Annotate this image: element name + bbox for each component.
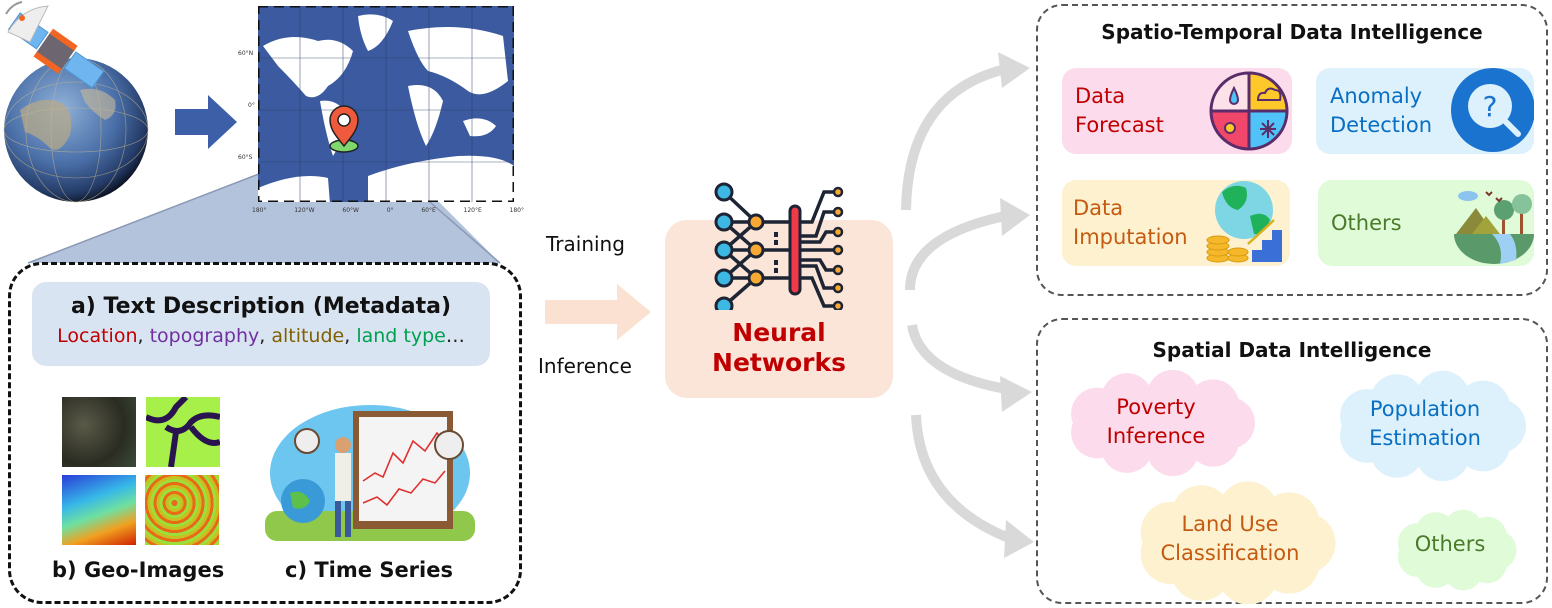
magnifier-question-icon: ?: [1451, 68, 1534, 152]
map-lat-label: 0°: [248, 102, 255, 109]
card-label: Data Forecast: [1075, 82, 1164, 140]
map-lon-label: 0°: [386, 207, 394, 214]
map-lon-labels: 180° 120°W 60°W 0° 60°E 120°E 180°: [252, 207, 524, 214]
spatial-title: Spatial Data Intelligence: [1152, 338, 1432, 362]
satellite-icon: [5, 1, 105, 89]
cloud-label-line1: Others: [1414, 532, 1486, 556]
inference-label: Inference: [538, 354, 632, 378]
flow-arrow-head: [1004, 520, 1034, 558]
flow-arrow-path: [901, 63, 1012, 211]
metadata-box: a) Text Description (Metadata) Location,…: [32, 282, 490, 366]
map-lon-label: 180°: [252, 207, 267, 214]
card-data-forecast: Data Forecast: [1062, 68, 1292, 154]
geo-image-satellite: [62, 397, 136, 467]
cloud-land-use-classification: Land Use Classification: [1130, 510, 1330, 568]
neural-network-icon: [714, 182, 844, 310]
metadata-item: ,: [137, 325, 150, 347]
location-pin-icon: [329, 105, 359, 153]
card-label: Data Imputation: [1073, 194, 1188, 252]
svg-text:?: ?: [1483, 90, 1498, 123]
cloud-label-line2: Classification: [1160, 541, 1300, 565]
flow-arrow-head: [1000, 198, 1030, 236]
input-data-panel: [8, 262, 522, 604]
cloud-label-line1: Population: [1369, 397, 1481, 421]
flow-arrows: [901, 52, 1034, 558]
metadata-item: land type: [356, 325, 446, 347]
cloud-shapes: [1071, 369, 1527, 604]
cloud-shape: [1397, 509, 1517, 591]
neural-networks-label-line2: Networks: [712, 348, 846, 377]
metadata-title: a) Text Description (Metadata): [70, 294, 452, 319]
map-lat-label: 60°N: [238, 50, 254, 57]
map-lon-label: 60°E: [421, 207, 436, 214]
map-lat-label: 60°S: [238, 154, 253, 161]
metadata-item: altitude: [271, 325, 345, 347]
map-lon-label: 60°W: [342, 207, 359, 214]
card-label-line1: Data: [1073, 196, 1124, 220]
metadata-item: Location: [57, 325, 138, 347]
metadata-item: ,: [259, 325, 272, 347]
card-others: Others: [1318, 180, 1534, 266]
metadata-items: Location, topography, altitude, land typ…: [32, 325, 490, 347]
cloud-shape: [1340, 370, 1527, 482]
spatio-temporal-title: Spatio-Temporal Data Intelligence: [1101, 20, 1483, 44]
cloud-label-line1: Land Use: [1181, 512, 1279, 536]
cloud-label-line2: Inference: [1106, 424, 1206, 448]
spatial-group: [1036, 318, 1548, 604]
geo-image-water-mask: [146, 397, 220, 467]
world-map: [258, 6, 514, 202]
spatio-temporal-group: [1036, 4, 1548, 296]
card-label-line1: Data: [1075, 84, 1126, 108]
geo-images-label: b) Geo-Images: [52, 558, 225, 582]
card-anomaly-detection: Anomaly Detection ?: [1316, 68, 1534, 154]
flow-arrow-head: [998, 52, 1030, 88]
card-label-line2: Detection: [1330, 113, 1433, 137]
card-label-line2: Imputation: [1073, 225, 1188, 249]
nature-landscape-icon: [1454, 191, 1534, 264]
cloud-others: Others: [1390, 530, 1510, 559]
weather-forecast-icon: [1209, 71, 1289, 151]
cloud-shape: [1140, 481, 1336, 604]
globe-coins-icon: [1206, 181, 1282, 263]
input-arrow-icon: [545, 284, 651, 340]
blue-arrow-icon: [175, 95, 237, 149]
metadata-item: ,: [344, 325, 357, 347]
cloud-population-estimation: Population Estimation: [1320, 395, 1530, 453]
geo-image-elevation: [62, 475, 136, 545]
cloud-shape: [1071, 369, 1255, 477]
flow-arrow-path: [911, 414, 1016, 545]
cloud-label-line1: Poverty: [1116, 395, 1196, 419]
flow-arrow-path: [907, 323, 1013, 395]
card-data-imputation: Data Imputation: [1062, 180, 1290, 266]
metadata-item: …: [445, 325, 465, 347]
card-label-line1: Anomaly: [1330, 84, 1423, 108]
card-label: Others: [1331, 211, 1402, 235]
map-lon-label: 120°E: [463, 207, 482, 214]
neural-networks-label-line1: Neural: [732, 318, 826, 347]
map-lon-label: 180°: [509, 207, 524, 214]
geo-image-landcover: [145, 475, 219, 545]
flow-arrow-head: [1000, 376, 1032, 412]
card-label: Anomaly Detection: [1330, 82, 1432, 140]
flow-arrow-path: [905, 210, 1011, 291]
time-series-illustration: [265, 393, 475, 545]
card-label-line2: Forecast: [1075, 113, 1164, 137]
cloud-poverty-inference: Poverty Inference: [1056, 393, 1256, 451]
map-lon-label: 120°W: [294, 207, 315, 214]
training-label: Training: [546, 232, 625, 256]
cloud-label-line2: Estimation: [1369, 426, 1481, 450]
neural-networks-label: Neural Networks: [665, 318, 893, 378]
time-series-label: c) Time Series: [285, 558, 453, 582]
metadata-item: topography: [149, 325, 260, 347]
